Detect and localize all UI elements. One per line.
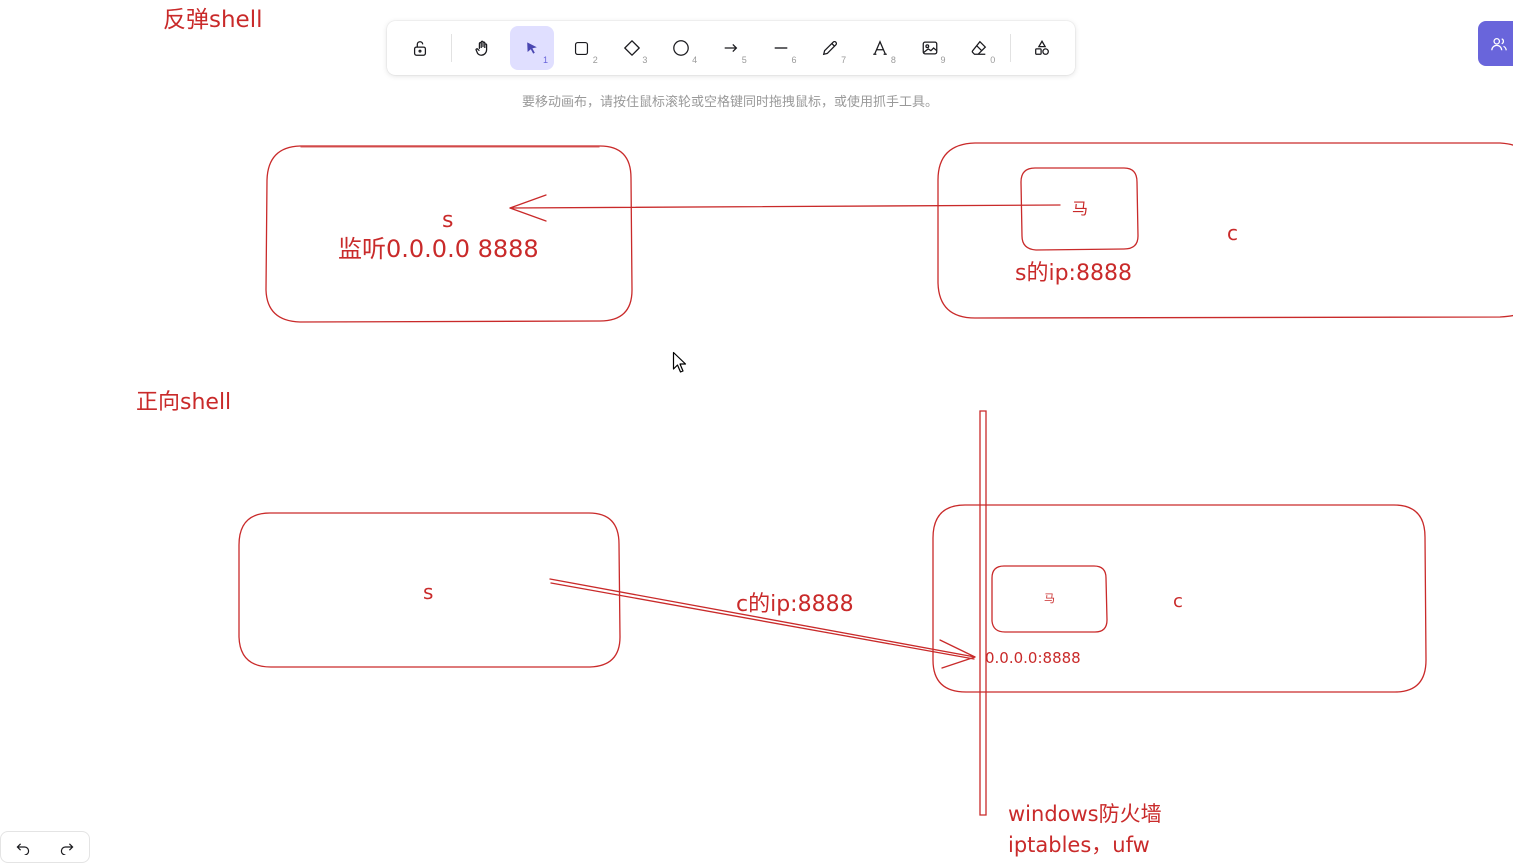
lock-tool[interactable] bbox=[398, 26, 442, 70]
tool-shortcut: 5 bbox=[741, 55, 747, 65]
canvas-labels: 反弹shell s 监听0.0.0.0 8888 马 c s的ip:8888 正… bbox=[136, 7, 1238, 857]
trojan-label-bottom: 马 bbox=[1044, 592, 1055, 605]
server-ip-label: s的ip:8888 bbox=[1015, 261, 1132, 286]
arrow-icon bbox=[724, 43, 738, 53]
tool-shortcut: 2 bbox=[592, 55, 598, 65]
forward-arrow bbox=[549, 578, 976, 660]
hand-icon bbox=[474, 40, 487, 56]
image-icon bbox=[922, 41, 938, 55]
firewall-label-2: iptables，ufw bbox=[1008, 833, 1150, 857]
diamond-tool[interactable]: 3 bbox=[610, 26, 654, 70]
trojan-box-bottom bbox=[991, 565, 1108, 633]
tool-shortcut: 8 bbox=[890, 55, 896, 65]
tool-shortcut: 7 bbox=[841, 55, 847, 65]
redo-button[interactable] bbox=[45, 832, 89, 862]
reverse-shell-title: 反弹shell bbox=[163, 7, 263, 33]
diamond-icon bbox=[623, 40, 640, 56]
tool-shortcut: 9 bbox=[940, 55, 946, 65]
bind-address-label: 0.0.0.0:8888 bbox=[985, 649, 1081, 667]
forward-shell-title: 正向shell bbox=[136, 390, 231, 415]
eraser-tool[interactable]: 0 bbox=[958, 26, 1002, 70]
tool-shortcut: 6 bbox=[791, 55, 797, 65]
firewall-bar bbox=[979, 410, 987, 816]
ellipse-tool[interactable]: 4 bbox=[659, 26, 703, 70]
rectangle-tool[interactable]: 2 bbox=[560, 26, 604, 70]
shapes-icon bbox=[1035, 39, 1050, 55]
extra-tools-button[interactable] bbox=[1020, 26, 1064, 70]
unlock-icon bbox=[413, 41, 426, 56]
trojan-label-top: 马 bbox=[1072, 199, 1088, 218]
reverse-arrow bbox=[509, 204, 1061, 209]
listen-label: 监听0.0.0.0 8888 bbox=[338, 235, 539, 263]
redo-icon bbox=[60, 843, 74, 855]
undo-redo-group bbox=[0, 831, 90, 863]
server-box-bottom bbox=[238, 512, 621, 668]
tool-shortcut: 1 bbox=[543, 55, 549, 65]
arrow-tool[interactable]: 5 bbox=[709, 26, 753, 70]
client-label-top: c bbox=[1227, 221, 1238, 245]
firewall-label-1: windows防火墙 bbox=[1008, 802, 1162, 826]
server-label-bottom: s bbox=[423, 580, 433, 604]
toolbar-divider bbox=[450, 34, 452, 62]
server-box-top bbox=[265, 145, 633, 323]
text-icon bbox=[873, 40, 887, 55]
cursor-icon bbox=[672, 351, 687, 373]
toolbar-divider bbox=[1010, 34, 1012, 62]
tool-shortcut: 0 bbox=[990, 55, 996, 65]
users-icon bbox=[1491, 37, 1507, 50]
tool-shortcut: 3 bbox=[642, 55, 648, 65]
collaborate-button[interactable] bbox=[1478, 21, 1513, 66]
client-box-bottom bbox=[932, 504, 1427, 693]
line-icon bbox=[774, 47, 787, 49]
line-tool[interactable]: 6 bbox=[759, 26, 803, 70]
image-tool[interactable]: 9 bbox=[908, 26, 952, 70]
undo-icon bbox=[16, 843, 30, 855]
client-ip-label: c的ip:8888 bbox=[736, 592, 854, 617]
undo-button[interactable] bbox=[1, 832, 45, 862]
tool-shortcut: 4 bbox=[692, 55, 698, 65]
mouse-cursor bbox=[672, 351, 688, 379]
server-label-top: s bbox=[442, 208, 453, 233]
canvas-hint: 要移动画布，请按住鼠标滚轮或空格键同时拖拽鼠标，或使用抓手工具。 bbox=[521, 95, 938, 110]
draw-tool[interactable]: 7 bbox=[809, 26, 853, 70]
hand-tool[interactable] bbox=[461, 26, 505, 70]
selection-tool[interactable]: 1 bbox=[510, 26, 555, 70]
text-tool[interactable]: 8 bbox=[858, 26, 902, 70]
client-box-top bbox=[937, 142, 1513, 319]
trojan-box-top bbox=[1020, 167, 1139, 251]
client-label-bottom: c bbox=[1173, 591, 1183, 612]
rectangle-icon bbox=[575, 41, 589, 55]
eraser-icon bbox=[972, 40, 987, 55]
ellipse-icon bbox=[673, 40, 690, 56]
pointer-icon bbox=[527, 42, 538, 54]
main-toolbar: 1 2 3 4 5 6 7 bbox=[387, 21, 1075, 75]
pencil-icon bbox=[823, 41, 838, 56]
